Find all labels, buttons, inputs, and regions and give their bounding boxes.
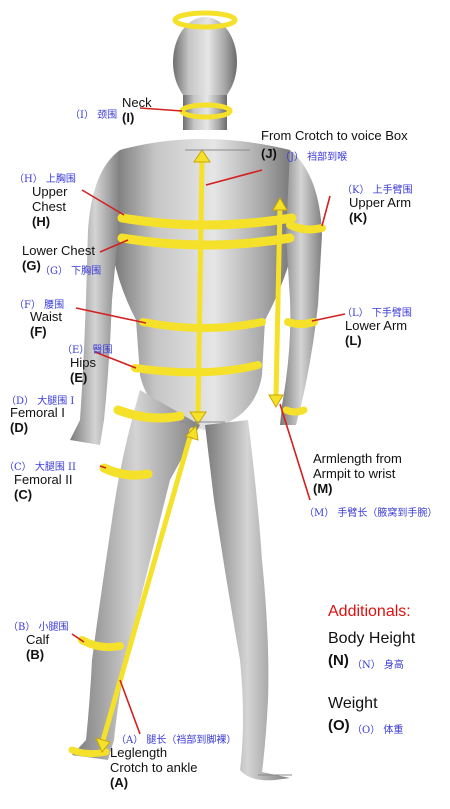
body-height-zh: （N） 身高 (352, 660, 404, 671)
tape-ankle (68, 746, 110, 758)
tape-calf (78, 636, 124, 652)
tape-lower-chest (117, 233, 295, 250)
armlength-zh: （M） 手臂长（腋窝到手腕） (304, 508, 438, 519)
leglength-en1: Leglength (110, 745, 168, 760)
femoral-2-en: Femoral II (14, 472, 73, 487)
tape-wrist (282, 406, 308, 416)
leglength-en2: Crotch to ankle (110, 760, 198, 775)
femoral-2-code: (C) (14, 487, 33, 502)
crotch-voice-code: (J) (261, 146, 277, 161)
calf-zh: （B） 小腿围 (8, 622, 69, 633)
calf-en: Calf (26, 632, 50, 647)
lower-chest-code: (G) (22, 258, 41, 273)
lower-arm-code: (L) (345, 333, 362, 348)
upper-chest-label: Upper Chest (H) (32, 184, 67, 229)
armlength-code: (M) (313, 481, 333, 496)
leader-lines (71, 107, 346, 735)
hips-zh: （E） 臀围 (62, 345, 113, 356)
upper-chest-zh: （H） 上胸围 (14, 174, 76, 185)
weight-code: (O) (328, 717, 350, 734)
waist-zh: （F） 腰围 (14, 300, 65, 311)
leglength-label: Leglength Crotch to ankle (A) (110, 745, 197, 790)
weight-en: Weight (328, 695, 378, 712)
armlength-en1: Armlength from (313, 451, 402, 466)
crotch-voice-en: From Crotch to voice Box (261, 128, 408, 143)
armlength-en2: Armpit to wrist (313, 466, 396, 481)
armlength-label: Armlength from Armpit to wrist (M) (313, 451, 402, 496)
calf-label: Calf (B) (26, 632, 49, 662)
upper-chest-en2: Chest (32, 199, 66, 214)
tape-femoral-2 (99, 463, 153, 480)
hips-label: Hips (E) (70, 355, 96, 385)
crotch-voice-zh: （J） 裆部到喉 (280, 152, 348, 163)
measurement-tapes (68, 10, 326, 758)
neck-code: (I) (122, 110, 135, 125)
calf-code: (B) (26, 647, 45, 662)
weight-zh: （O） 体重 (352, 725, 404, 736)
tape-arm-length (273, 202, 283, 401)
reference-rules (180, 149, 292, 776)
body-height-code: (N) (328, 652, 349, 669)
lower-chest-label: Lower Chest (G) (22, 243, 95, 273)
leglength-zh: （A） 腿长（裆部到脚裸） (116, 735, 237, 746)
femoral-1-en: Femoral I (10, 405, 65, 420)
upper-chest-code: (H) (32, 214, 51, 229)
femoral-1-zh: （D） 大腿围 I (6, 396, 75, 407)
neck-zh: （I） 颈围 (70, 110, 118, 121)
upper-arm-zh: （K） 上手臂围 (342, 185, 413, 196)
tape-upper-chest (117, 213, 297, 230)
hips-en: Hips (70, 355, 97, 370)
femoral-2-label: Femoral II (C) (14, 472, 73, 502)
lower-chest-zh: （G） 下胸围 (40, 266, 102, 277)
tape-femoral-1 (113, 405, 185, 423)
tape-arrows (95, 149, 288, 753)
lower-arm-en: Lower Arm (345, 318, 408, 333)
tape-crotch-to-voice-box (195, 157, 205, 417)
tape-lower-arm (284, 318, 318, 328)
tape-upper-arm (286, 221, 326, 234)
tape-waist (139, 318, 266, 332)
upper-chest-en1: Upper (32, 184, 68, 199)
upper-arm-label: Upper Arm (K) (349, 195, 411, 225)
mannequin-body (70, 17, 322, 781)
leglength-code: (A) (110, 775, 129, 790)
upper-arm-en: Upper Arm (349, 195, 412, 210)
waist-en: Waist (30, 309, 63, 324)
body-height-en: Body Height (328, 630, 416, 647)
hips-code: (E) (70, 370, 88, 385)
tape-head (172, 10, 238, 30)
tape-leg-length (99, 427, 195, 747)
crotch-voice-label: From Crotch to voice Box (261, 128, 408, 143)
waist-label: Waist (F) (30, 309, 62, 339)
lower-chest-en: Lower Chest (22, 243, 95, 258)
femoral-2-zh: （C） 大腿围 II (4, 462, 76, 473)
lower-arm-zh: （L） 下手臂围 (342, 308, 412, 319)
neck-label: Neck (I) (122, 95, 152, 125)
lower-arm-label: Lower Arm (L) (345, 318, 407, 348)
neck-en: Neck (122, 95, 152, 110)
femoral-1-code: (D) (10, 420, 29, 435)
additionals-title: Additionals: (328, 603, 411, 620)
femoral-1-label: Femoral I (D) (10, 405, 65, 435)
waist-code: (F) (30, 324, 47, 339)
upper-arm-code: (K) (349, 210, 368, 225)
